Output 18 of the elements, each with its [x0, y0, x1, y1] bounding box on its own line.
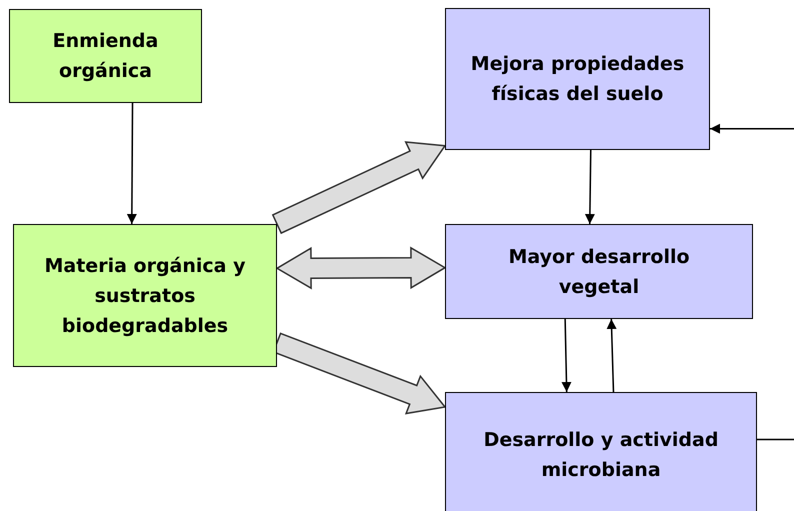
- process-box: [445, 392, 757, 511]
- process-box: [445, 224, 753, 319]
- box-label: Mejora propiedades físicas del suelo: [470, 52, 686, 107]
- connector-line: [757, 438, 794, 440]
- process-box: [445, 8, 710, 150]
- box-label: Enmienda orgánica: [52, 29, 160, 84]
- process-box: [13, 224, 277, 367]
- process-box: [9, 9, 202, 103]
- block-arrow: [276, 246, 446, 290]
- arrow: [584, 150, 595, 224]
- arrow: [126, 103, 137, 224]
- arrow: [561, 318, 572, 392]
- box-label: Mayor desarrollo vegetal: [507, 244, 691, 300]
- box-label: Materia orgánica y sustratos biodegradables: [44, 254, 246, 338]
- block-arrow: [272, 141, 446, 234]
- box-label: Desarrollo y actividad microbiana: [482, 428, 720, 482]
- arrow: [710, 124, 794, 134]
- arrow: [606, 318, 617, 392]
